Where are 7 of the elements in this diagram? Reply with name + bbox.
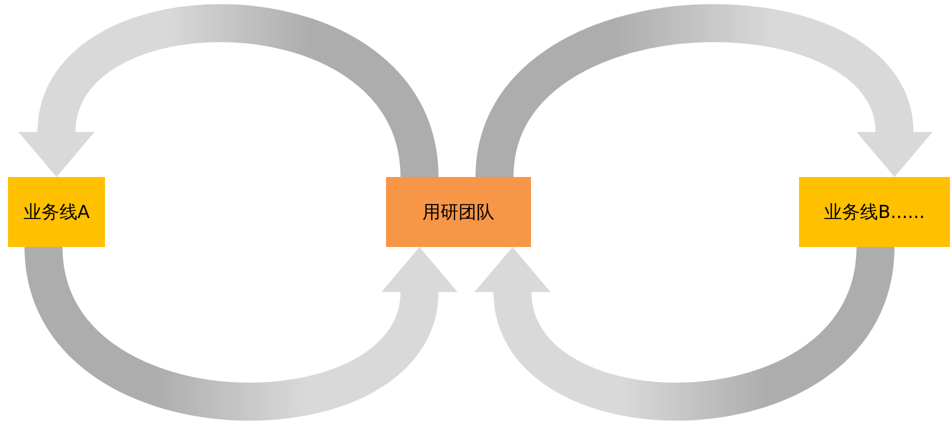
process-box bbox=[799, 177, 950, 247]
box-label: 用研团队 bbox=[422, 200, 494, 224]
process-box bbox=[386, 177, 531, 247]
process-box bbox=[8, 177, 105, 247]
box-label: 业务线B...... bbox=[824, 200, 925, 224]
box-label: 业务线A bbox=[23, 200, 90, 224]
curved-arrow bbox=[19, 4, 438, 180]
